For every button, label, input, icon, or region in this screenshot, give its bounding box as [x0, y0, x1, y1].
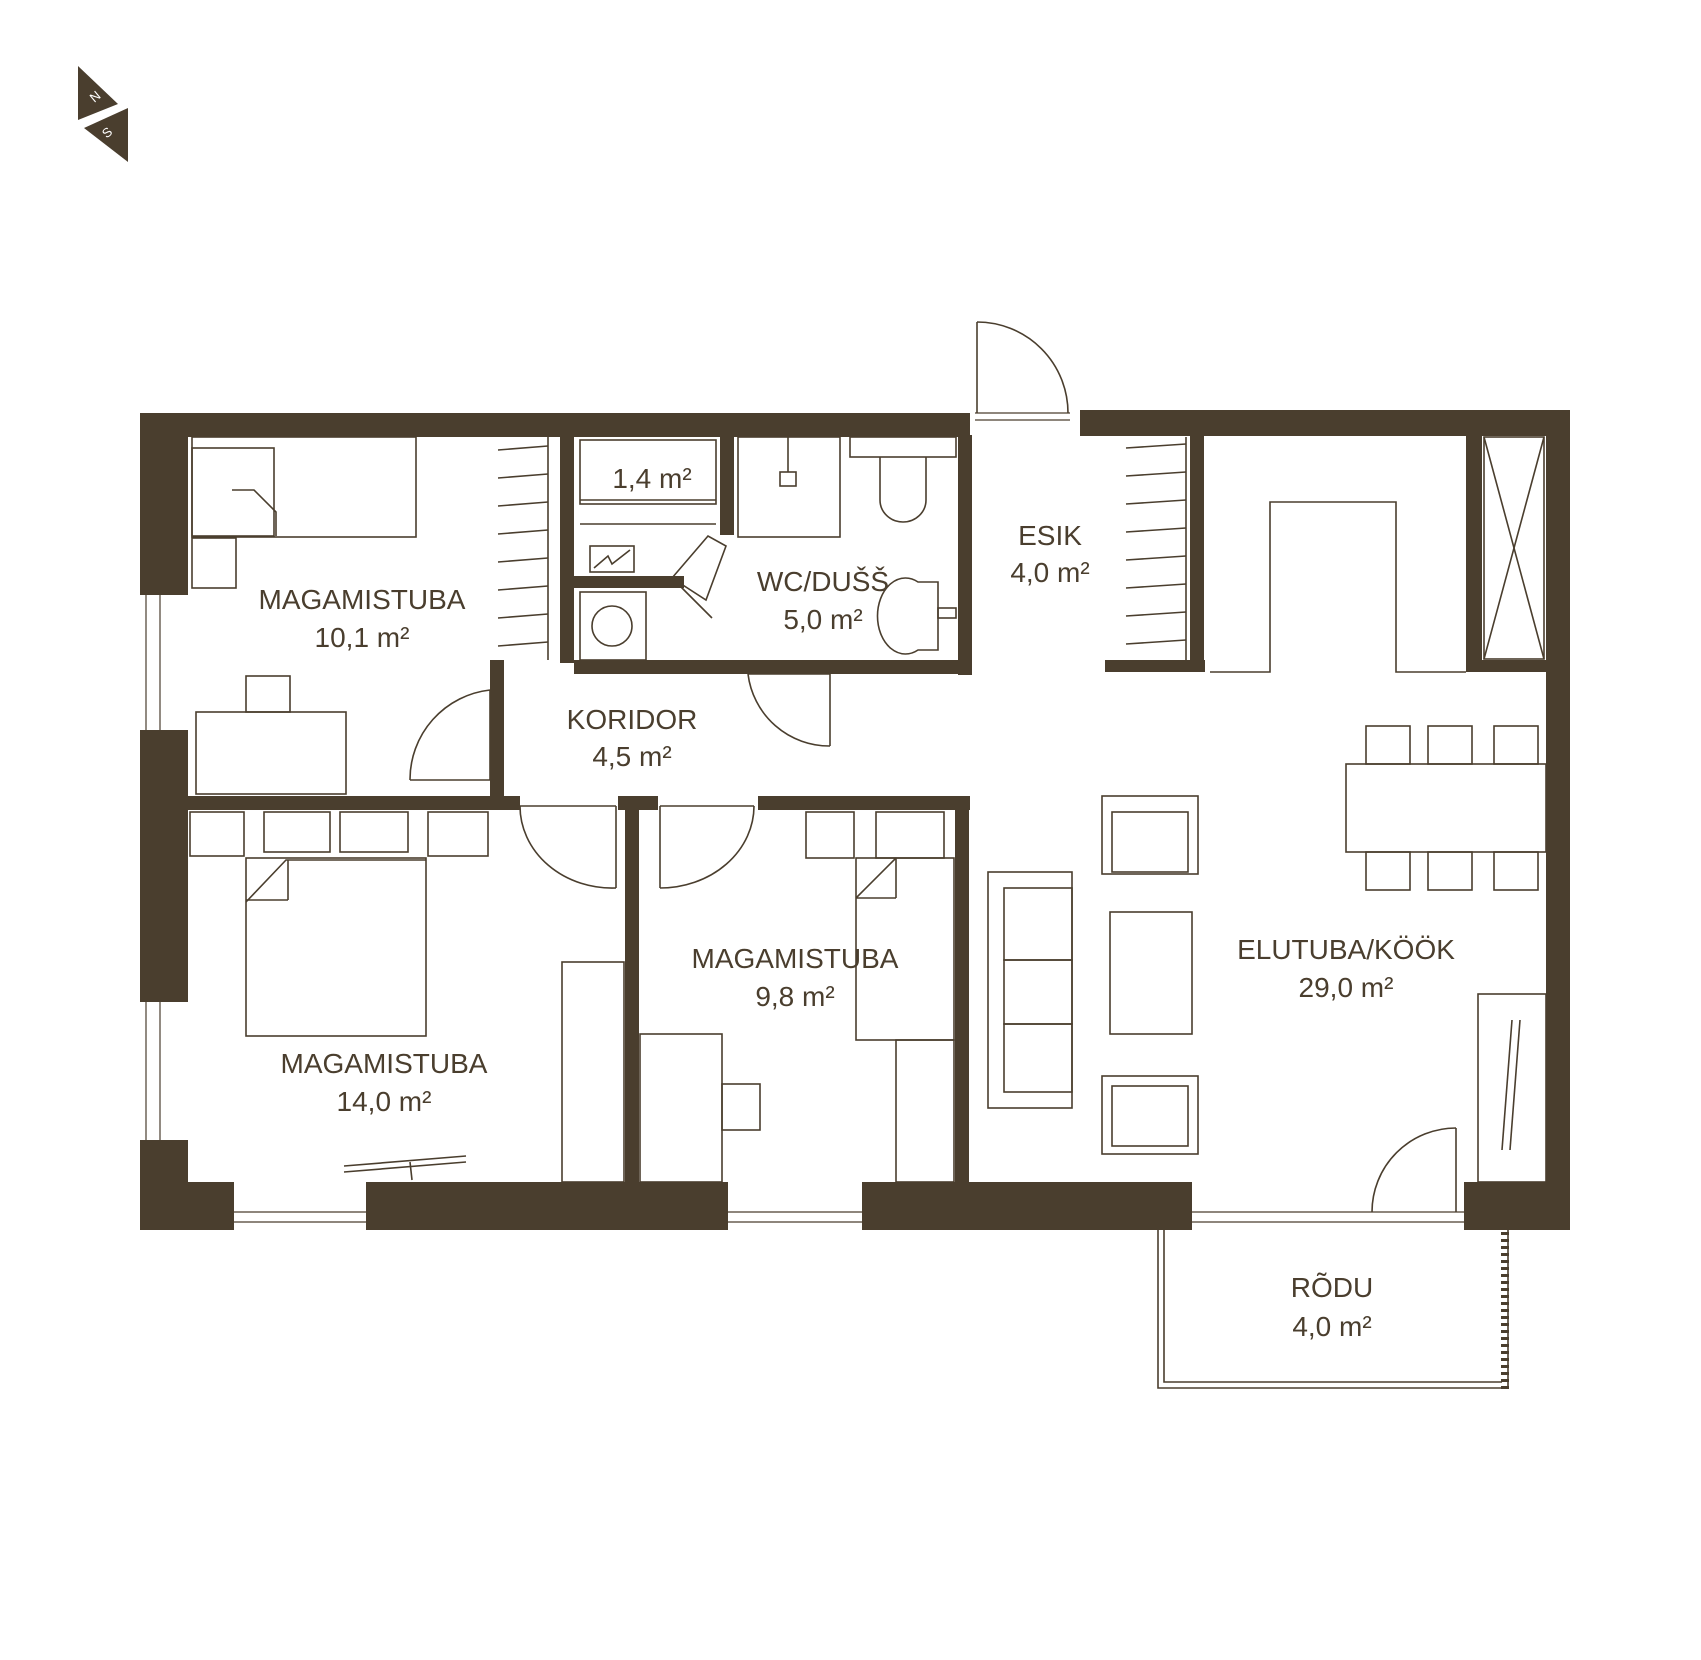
room-area: 4,0 m²: [1292, 1311, 1371, 1342]
interior-walls: [188, 435, 1546, 1182]
room-name: MAGAMISTUBA: [281, 1048, 488, 1079]
interior-doors: [409, 534, 1457, 1213]
compass-icon: N S: [78, 66, 128, 162]
living-furniture: [987, 436, 1547, 1183]
room-name: RÕDU: [1291, 1272, 1373, 1303]
room-label-bedroom-3: MAGAMISTUBA 9,8 m²: [692, 943, 899, 1012]
room-name: MAGAMISTUBA: [692, 943, 899, 974]
exterior-walls: [140, 410, 1570, 1230]
room-area: 4,5 m²: [592, 741, 671, 772]
bedroom-3-furniture: [639, 811, 955, 1183]
room-label-hall: ESIK 4,0 m²: [1010, 520, 1089, 588]
room-area: 5,0 m²: [783, 604, 862, 635]
room-label-bedroom-2: MAGAMISTUBA 14,0 m²: [281, 1048, 488, 1117]
room-area: 10,1 m²: [315, 622, 410, 653]
room-label-bedroom-1: MAGAMISTUBA 10,1 m²: [259, 584, 466, 653]
entrance-door[interactable]: [975, 321, 1070, 421]
room-area: 29,0 m²: [1299, 972, 1394, 1003]
room-area: 9,8 m²: [755, 981, 834, 1012]
bedroom-1-furniture: [191, 436, 549, 795]
balcony: [1157, 1228, 1509, 1390]
bedroom-2-furniture: [189, 811, 625, 1183]
room-area: 14,0 m²: [337, 1086, 432, 1117]
room-label-living: ELUTUBA/KÖÖK 29,0 m²: [1237, 934, 1455, 1003]
room-name: KORIDOR: [567, 704, 698, 735]
bedroom-1-wardrobe: [497, 437, 549, 660]
windows: [145, 595, 1464, 1223]
hall-furniture: [1125, 437, 1187, 660]
room-label-corridor: KORIDOR 4,5 m²: [567, 704, 698, 772]
wc-furniture: [737, 436, 957, 655]
room-area: 1,4 m²: [612, 463, 691, 494]
room-label-storage: 1,4 m²: [612, 463, 691, 494]
storage-furniture: [579, 439, 717, 661]
room-area: 4,0 m²: [1010, 557, 1089, 588]
room-name: ELUTUBA/KÖÖK: [1237, 934, 1455, 965]
room-label-balcony: RÕDU 4,0 m²: [1291, 1272, 1373, 1342]
room-name: WC/DUŠŠ: [757, 566, 889, 597]
room-name: ESIK: [1018, 520, 1082, 551]
room-label-wc: WC/DUŠŠ 5,0 m²: [757, 566, 889, 635]
room-name: MAGAMISTUBA: [259, 584, 466, 615]
